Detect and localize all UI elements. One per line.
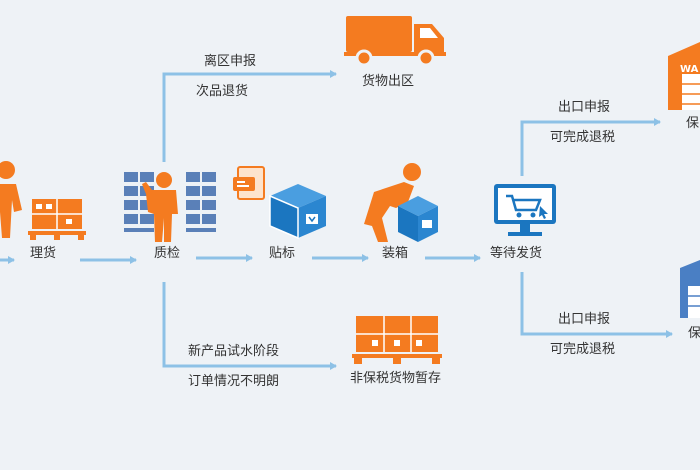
- inspector-shelves-icon: [124, 172, 216, 242]
- pallet-storage-icon: [352, 316, 442, 364]
- computer-cart-icon: [494, 184, 556, 236]
- branch-new-product: 新产品试水阶段: [188, 344, 280, 359]
- package-box-icon: [269, 184, 326, 240]
- label-sticker-icon: [233, 166, 265, 200]
- branch-exit-declare: 离区申报: [204, 54, 257, 69]
- branch-bottom-declare: 出口申报: [558, 312, 611, 327]
- warehouse-icon: [680, 260, 700, 318]
- node-non-bonded-storage-label: 非保税货物暂存: [350, 371, 442, 386]
- branch-defect-return: 次品退货: [196, 84, 249, 99]
- edge-fragment-bottom: 保: [688, 326, 700, 341]
- arrow-inspect-to-exit: [162, 70, 337, 162]
- worker-icon: [0, 161, 22, 238]
- branch-unclear-order: 订单情况不明朗: [188, 374, 280, 389]
- node-label-label: 贴标: [269, 246, 296, 261]
- arrow-await-to-bonded-top: [520, 118, 661, 176]
- arrow-await-to-bonded-bottom: [520, 272, 673, 338]
- branch-top-declare: 出口申报: [558, 100, 611, 115]
- node-await-ship-label: 等待发货: [490, 246, 543, 261]
- pallet-boxes-icon: [28, 199, 86, 240]
- branch-top-refund: 可完成退税: [550, 130, 616, 145]
- warehouse-icon: [668, 42, 700, 110]
- packing-worker-icon: [364, 163, 438, 242]
- warehouse-sign-text: WA: [680, 64, 699, 75]
- edge-fragment-top: 保: [686, 116, 700, 131]
- node-goods-exit-label: 货物出区: [362, 74, 415, 89]
- arrow-inspect-to-storage: [162, 282, 337, 370]
- branch-bottom-refund: 可完成退税: [550, 342, 616, 357]
- node-sort-label: 理货: [30, 246, 57, 261]
- node-pack-label: 装箱: [382, 246, 409, 261]
- node-inspect-label: 质检: [154, 246, 181, 261]
- truck-icon: [344, 16, 446, 66]
